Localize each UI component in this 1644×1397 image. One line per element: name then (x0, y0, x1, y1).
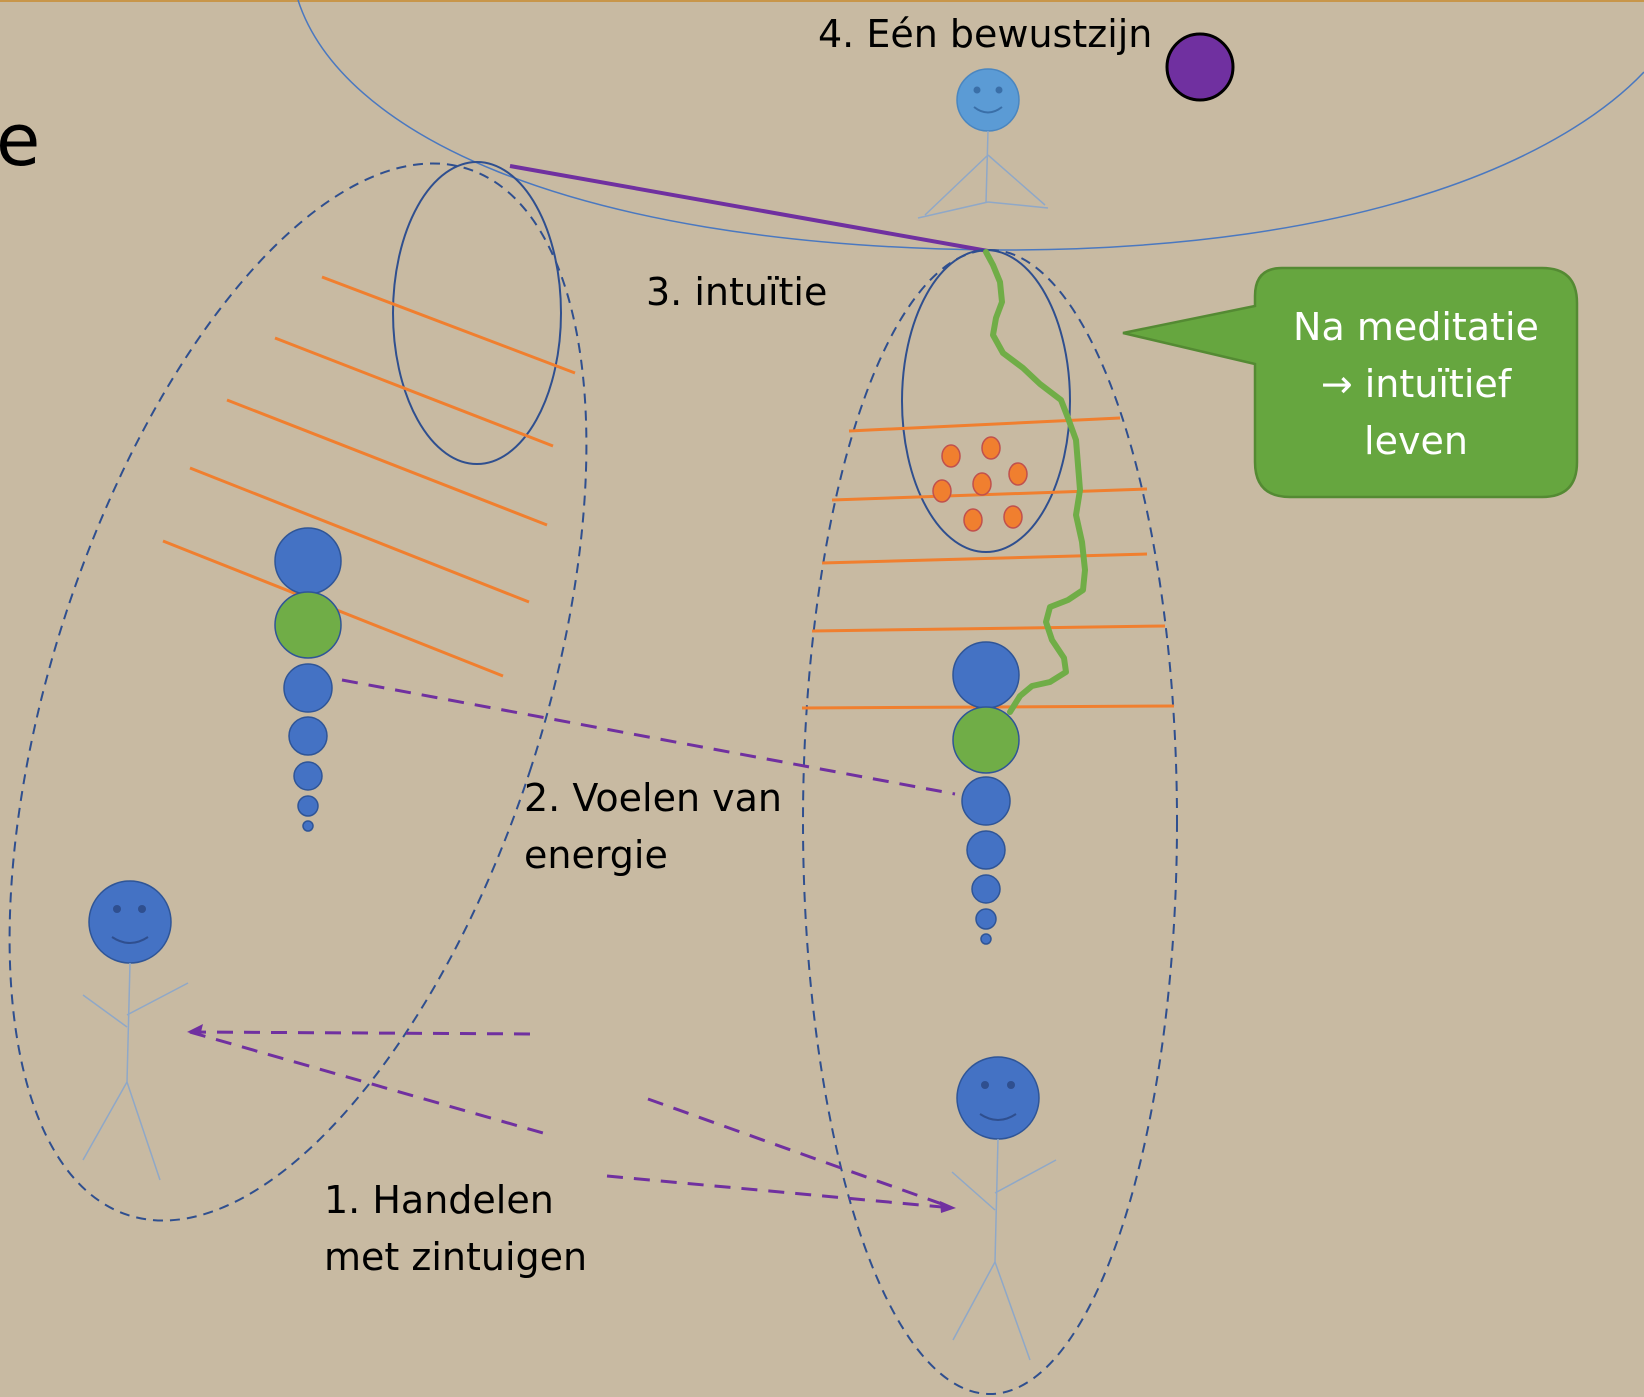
right-chakra-6 (976, 909, 996, 929)
right-intuition-dots (933, 437, 1027, 531)
oneness-figure-head (957, 69, 1019, 131)
senses-connector-top (190, 1032, 540, 1034)
right-chakra-7 (981, 934, 991, 944)
level-3-label: 3. intuïtie (646, 270, 827, 314)
callout-text-line1: Na meditatie (1293, 305, 1539, 349)
left-figure-arm-right (127, 983, 188, 1015)
intuition-dot-5 (933, 480, 951, 502)
left-figure-head (89, 881, 171, 963)
right-chakra-heart (953, 707, 1019, 773)
left-chakra-5 (294, 762, 322, 790)
right-figure-arm-left (952, 1172, 995, 1210)
right-chakra-column (953, 642, 1019, 944)
left-energy-band-3 (227, 400, 547, 525)
right-person-group (802, 250, 1177, 1394)
left-energy-band-4 (190, 468, 529, 602)
right-figure-eye-right (1007, 1081, 1015, 1089)
intuition-flow-path (986, 252, 1085, 712)
meditation-callout: Na meditatie → intuïtief leven (1123, 268, 1577, 497)
left-figure-eye-left (113, 905, 121, 913)
senses-connector-right-upper (648, 1099, 953, 1208)
level-2-label-line1: 2. Voelen van (524, 776, 782, 820)
intuition-dot-1 (942, 445, 960, 467)
right-stick-figure (952, 1057, 1056, 1360)
left-chakra-heart (275, 592, 341, 658)
oneness-figure-leg-left (925, 155, 988, 215)
left-chakra-column (275, 528, 341, 831)
intuition-dot-3 (1009, 463, 1027, 485)
left-figure-arm-left (83, 995, 127, 1027)
right-intuition-ellipse (902, 250, 1070, 552)
intuition-dot-7 (1004, 506, 1022, 528)
right-figure-leg-left (953, 1262, 995, 1340)
oneness-figure-eye-left (974, 87, 981, 94)
left-energy-band-1 (322, 277, 575, 373)
level-4-label: 4. Eén bewustzijn (818, 12, 1152, 56)
left-chakra-3 (284, 664, 332, 712)
right-chakra-4 (967, 831, 1005, 869)
left-stick-figure (83, 881, 188, 1180)
oneness-stick-figure (918, 69, 1048, 218)
left-chakra-4 (289, 717, 327, 755)
left-figure-body (127, 963, 130, 1082)
intuition-dot-4 (973, 473, 991, 495)
senses-connector-arrowhead-right (940, 1201, 956, 1213)
left-figure-leg-left (83, 1082, 127, 1160)
right-figure-body (995, 1139, 998, 1262)
left-energy-bands (163, 277, 575, 676)
right-chakra-5 (972, 875, 1000, 903)
oneness-figure-arm-left (918, 202, 988, 218)
oneness-figure-body (986, 131, 988, 203)
level-1-label-line2: met zintuigen (324, 1235, 587, 1279)
oneness-figure-eye-right (996, 87, 1003, 94)
oneness-figure-leg-right (988, 155, 1045, 205)
right-figure-arm-right (995, 1160, 1056, 1193)
right-chakra-1 (953, 642, 1019, 708)
level-2-label-line2: energie (524, 833, 668, 877)
right-energy-band-4 (812, 626, 1165, 631)
senses-connector-middle (190, 1032, 550, 1135)
left-aura-dashed-ellipse (0, 93, 701, 1291)
level-1-label-line1: 1. Handelen (324, 1178, 554, 1222)
intuition-dot-2 (982, 437, 1000, 459)
intuition-connection-line (510, 166, 988, 251)
oneness-purple-circle (1167, 34, 1233, 100)
callout-text-line3: leven (1364, 419, 1468, 463)
left-person-group (0, 93, 701, 1291)
oneness-figure-arm-right (988, 202, 1048, 208)
left-figure-eye-right (138, 905, 146, 913)
left-energy-band-2 (275, 338, 553, 446)
left-chakra-6 (298, 796, 318, 816)
intuition-dot-6 (964, 509, 982, 531)
left-figure-leg-right (127, 1082, 160, 1180)
right-figure-eye-left (981, 1081, 989, 1089)
callout-text-line2: → intuïtief (1321, 362, 1513, 406)
right-energy-band-1 (849, 418, 1120, 431)
left-chakra-1 (275, 528, 341, 594)
left-chakra-7 (303, 821, 313, 831)
purple-dashed-connectors (190, 680, 955, 1208)
right-energy-band-3 (822, 554, 1147, 563)
slide-title-fragment: e (0, 98, 40, 182)
right-figure-head (957, 1057, 1039, 1139)
right-chakra-3 (962, 777, 1010, 825)
senses-connector-right-lower (607, 1176, 953, 1208)
right-figure-leg-right (995, 1262, 1030, 1360)
